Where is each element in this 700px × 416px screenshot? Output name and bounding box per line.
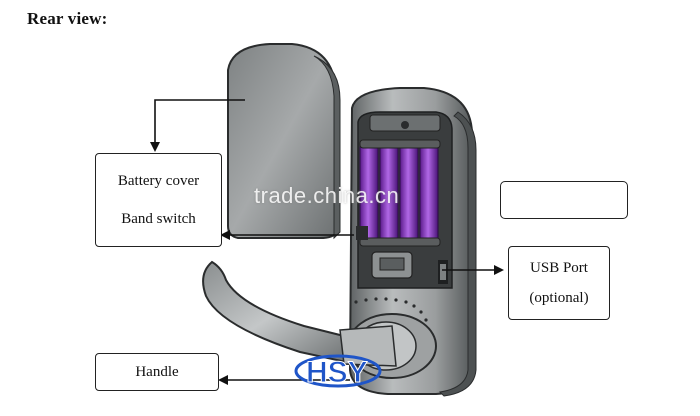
usb-port-label: USB Port	[530, 259, 588, 276]
usb-port-callout: USB Port (optional)	[508, 246, 610, 320]
battery-cover-callout: Battery cover Band switch	[95, 153, 222, 247]
page-title: Rear view:	[27, 9, 108, 28]
logo-text: HSY	[306, 356, 368, 389]
handle-label: Handle	[135, 363, 179, 380]
usb-optional-label: (optional)	[529, 289, 589, 306]
band-switch-shape	[356, 226, 413, 279]
battery-cover-shape	[227, 43, 341, 240]
band-switch-label: Band switch	[121, 210, 196, 227]
leader-arrowheads	[150, 142, 504, 385]
battery-cover-label: Battery cover	[117, 172, 200, 189]
handle-callout: Handle	[95, 353, 219, 391]
battery-pack	[359, 139, 441, 247]
watermark: trade.china.cn	[254, 183, 400, 208]
hsy-logo: HSY	[294, 354, 382, 390]
empty-callout-box	[500, 181, 628, 219]
usb-port-shape	[438, 260, 448, 284]
leader-lines	[154, 99, 494, 381]
